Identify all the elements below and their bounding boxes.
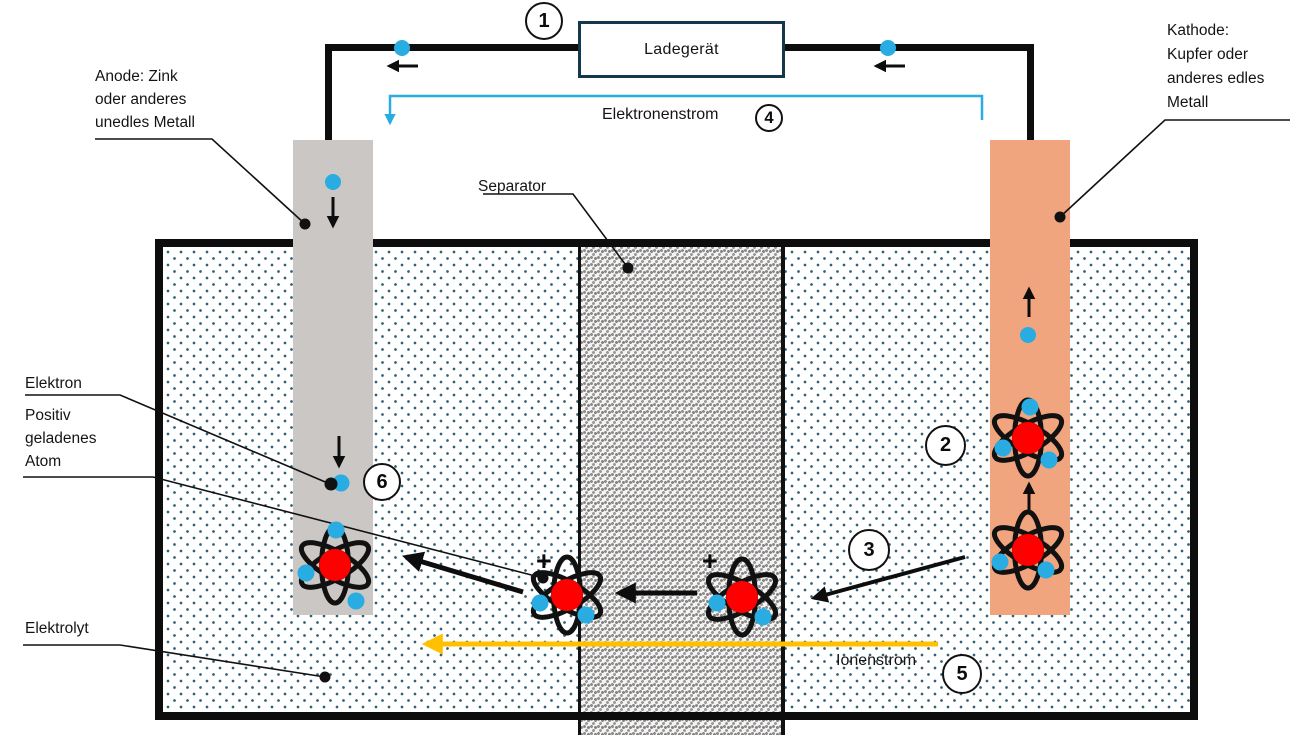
- electron-icon: [297, 564, 315, 582]
- atom-in-cathode-lower-icon: [991, 509, 1065, 591]
- charger-box: Ladegerät: [578, 21, 785, 78]
- electron-icon: [1021, 398, 1039, 416]
- step-marker-1: 1: [525, 2, 563, 40]
- nucleus-icon: [551, 579, 583, 611]
- wire-left-horizontal: [325, 44, 582, 51]
- nucleus-icon: [1012, 534, 1044, 566]
- anode-callout-line: [95, 138, 306, 225]
- step-marker-6: 6: [363, 463, 401, 501]
- anode-label: Anode: Zink oder anderes unedles Metall: [95, 68, 195, 131]
- nucleus-icon: [1012, 422, 1044, 454]
- electron-icon: [327, 521, 345, 539]
- positive-atom-label: Positiv geladenes Atom: [25, 407, 97, 470]
- electron-icon: [994, 439, 1012, 457]
- cathode-callout-line: [1059, 119, 1290, 218]
- wire-left-vertical: [325, 44, 332, 141]
- electron-label: Elektron: [25, 375, 82, 392]
- nucleus-icon: [726, 581, 758, 613]
- separator-label: Separator: [478, 178, 547, 195]
- electron-flow-label: Elektronenstrom: [602, 106, 719, 123]
- electron-icon: [347, 592, 365, 610]
- plus-sign-ion-right: +: [702, 546, 718, 576]
- electron-icon: [708, 594, 726, 612]
- step-marker-4: 4: [755, 104, 783, 132]
- wire-right-vertical: [1027, 44, 1034, 141]
- electron-icon: [531, 594, 549, 612]
- separator-region: [578, 247, 785, 735]
- electron-icon: [991, 553, 1009, 571]
- nucleus-icon: [319, 549, 351, 581]
- ion-flow-label: Ionenstrom: [836, 652, 917, 669]
- cathode-label: Kathode: Kupfer oder anderes edles Metal…: [1167, 22, 1265, 111]
- plus-sign-ion-left: +: [536, 546, 552, 576]
- electrolyte-label: Elektrolyt: [25, 620, 89, 637]
- electron-icon: [1040, 451, 1058, 469]
- step-marker-2: 2: [925, 425, 966, 466]
- electron-icon: [1037, 561, 1055, 579]
- positive-ion-at-separator-icon: [530, 554, 604, 636]
- atom-in-anode-icon: [297, 521, 372, 610]
- electron-icon: [754, 608, 772, 626]
- step-marker-3: 3: [848, 529, 890, 571]
- atom-in-cathode-upper-icon: [991, 397, 1065, 479]
- electron-icon: [577, 606, 595, 624]
- wire-right-horizontal: [781, 44, 1034, 51]
- step-marker-5: 5: [942, 654, 982, 694]
- charger-label: Ladegerät: [644, 40, 719, 58]
- positive-ion-in-separator-icon: [705, 556, 779, 638]
